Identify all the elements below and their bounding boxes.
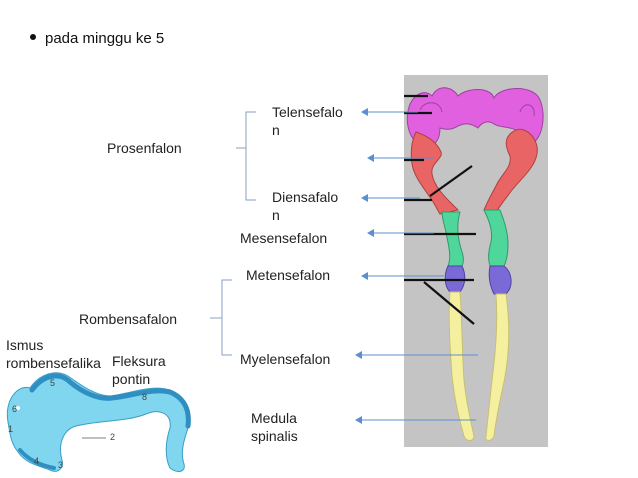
label-ismus-line2: rombensefalika: [6, 355, 101, 371]
label-mesensefalon: Mesensefalon: [240, 230, 328, 246]
bullet-dot: [30, 34, 36, 41]
label-medula-spinalis: Medula spinalis: [251, 409, 298, 445]
embryo-illustration: [6, 372, 191, 472]
embryo-number-4: 4: [34, 456, 40, 466]
label-metensefalon: Metensefalon: [246, 267, 331, 283]
bullet-text: pada minggu ke 5: [45, 30, 165, 47]
label-diensafalon-line1: Diensafalo: [272, 189, 339, 205]
label-rombensafalon: Rombensafalon: [79, 311, 178, 327]
embryo-number-1: 1: [8, 424, 14, 434]
diensafalon-left: [410, 131, 459, 215]
embryo-dot: [16, 406, 20, 410]
myelensefalon-right: [485, 293, 510, 441]
label-diensafalon: Diensafalo n: [272, 188, 338, 224]
bullet-item: pada minggu ke 5: [30, 30, 164, 47]
embryo-number-6: 6: [12, 404, 18, 414]
arrows: [355, 108, 478, 424]
embryo-eye: [70, 432, 82, 444]
indicator-lines: [404, 94, 476, 325]
embryo-number-3: 3: [58, 460, 64, 470]
label-fleksura-line2: pontin: [112, 371, 151, 387]
label-ismus: Ismus rombensefalika: [6, 336, 101, 372]
brackets: [210, 111, 256, 356]
label-myelensefalon: Myelensefalon: [240, 351, 331, 367]
label-medula-line1: Medula: [251, 410, 297, 426]
label-fleksura: Fleksura pontin: [112, 352, 166, 388]
label-diensafalon-line2: n: [272, 207, 280, 223]
embryo-ventral: [18, 448, 56, 470]
label-fleksura-line1: Fleksura: [112, 353, 166, 369]
label-telensefalon-line2: n: [272, 122, 280, 138]
label-prosenfalon: Prosenfalon: [107, 140, 182, 156]
label-telensefalon-line1: Telensefalo: [272, 104, 343, 120]
embryo-body: [6, 372, 191, 472]
embryo-number-8: 8: [142, 392, 148, 402]
metensefalon-right: [488, 265, 512, 295]
diensafalon-right: [483, 128, 538, 213]
label-ismus-line1: Ismus: [6, 337, 44, 353]
embryo-number-5: 5: [50, 378, 56, 388]
embryo-number-2: 2: [110, 432, 116, 442]
embryo-dorsal: [29, 373, 191, 429]
label-medula-line2: spinalis: [251, 428, 298, 444]
label-telensefalon: Telensefalo n: [272, 103, 343, 139]
telensefalon-inner: [419, 102, 535, 117]
